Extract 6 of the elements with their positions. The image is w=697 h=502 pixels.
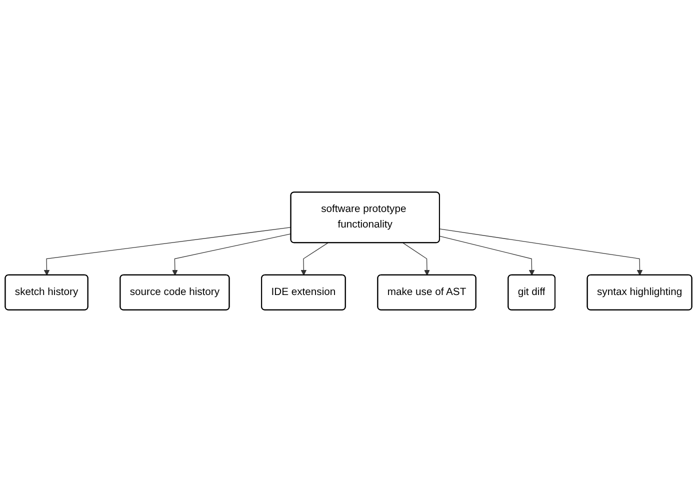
arrow: [44, 227, 292, 276]
arrow: [172, 234, 292, 276]
arrow: [300, 242, 328, 276]
arrow: [402, 242, 430, 276]
arrow: [439, 236, 535, 276]
arrow: [439, 228, 643, 276]
